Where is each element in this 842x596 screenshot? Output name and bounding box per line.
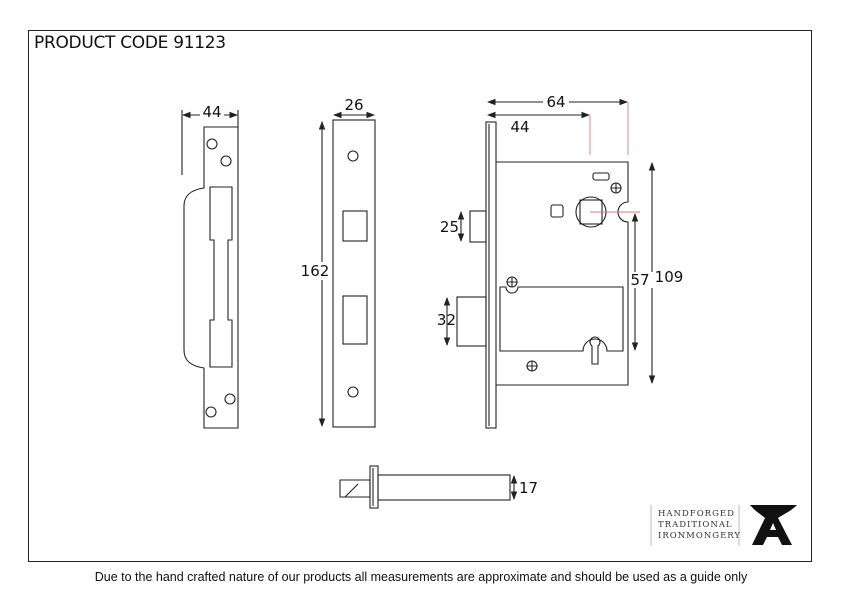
screw-icon [526,360,538,372]
strike-height-label: 162 [301,262,330,280]
spindle [339,465,518,509]
forend-plate [181,110,239,429]
screw-icon [506,276,518,288]
disclaimer-footer: Due to the hand crafted nature of our pr… [94,570,748,584]
case-depth-label: 64 [546,93,565,111]
screw-icon [610,182,622,194]
latch-bolt [469,210,487,243]
lock-case [443,98,656,429]
svg-text:HANDFORGED: HANDFORGED [658,509,735,519]
drawing-frame [28,30,812,562]
svg-text:TRADITIONAL: TRADITIONAL [658,520,733,530]
latch-height-label: 25 [440,218,459,236]
strike-plate [318,111,376,428]
spindle-label: 17 [519,479,538,497]
strike-width-label: 26 [344,96,363,114]
case-height-label: 109 [655,268,684,286]
deadbolt [456,296,487,347]
forend-width-label: 44 [202,103,221,121]
backset-label: 44 [510,118,529,136]
centres-label: 57 [630,271,649,289]
anvil-icon [750,505,797,545]
brand-logo: HANDFORGED TRADITIONAL IRONMONGERY [650,505,797,546]
svg-text:IRONMONGERY: IRONMONGERY [658,531,741,541]
product-code-title: PRODUCT CODE 91123 [34,33,226,53]
deadbolt-height-label: 32 [437,311,456,329]
